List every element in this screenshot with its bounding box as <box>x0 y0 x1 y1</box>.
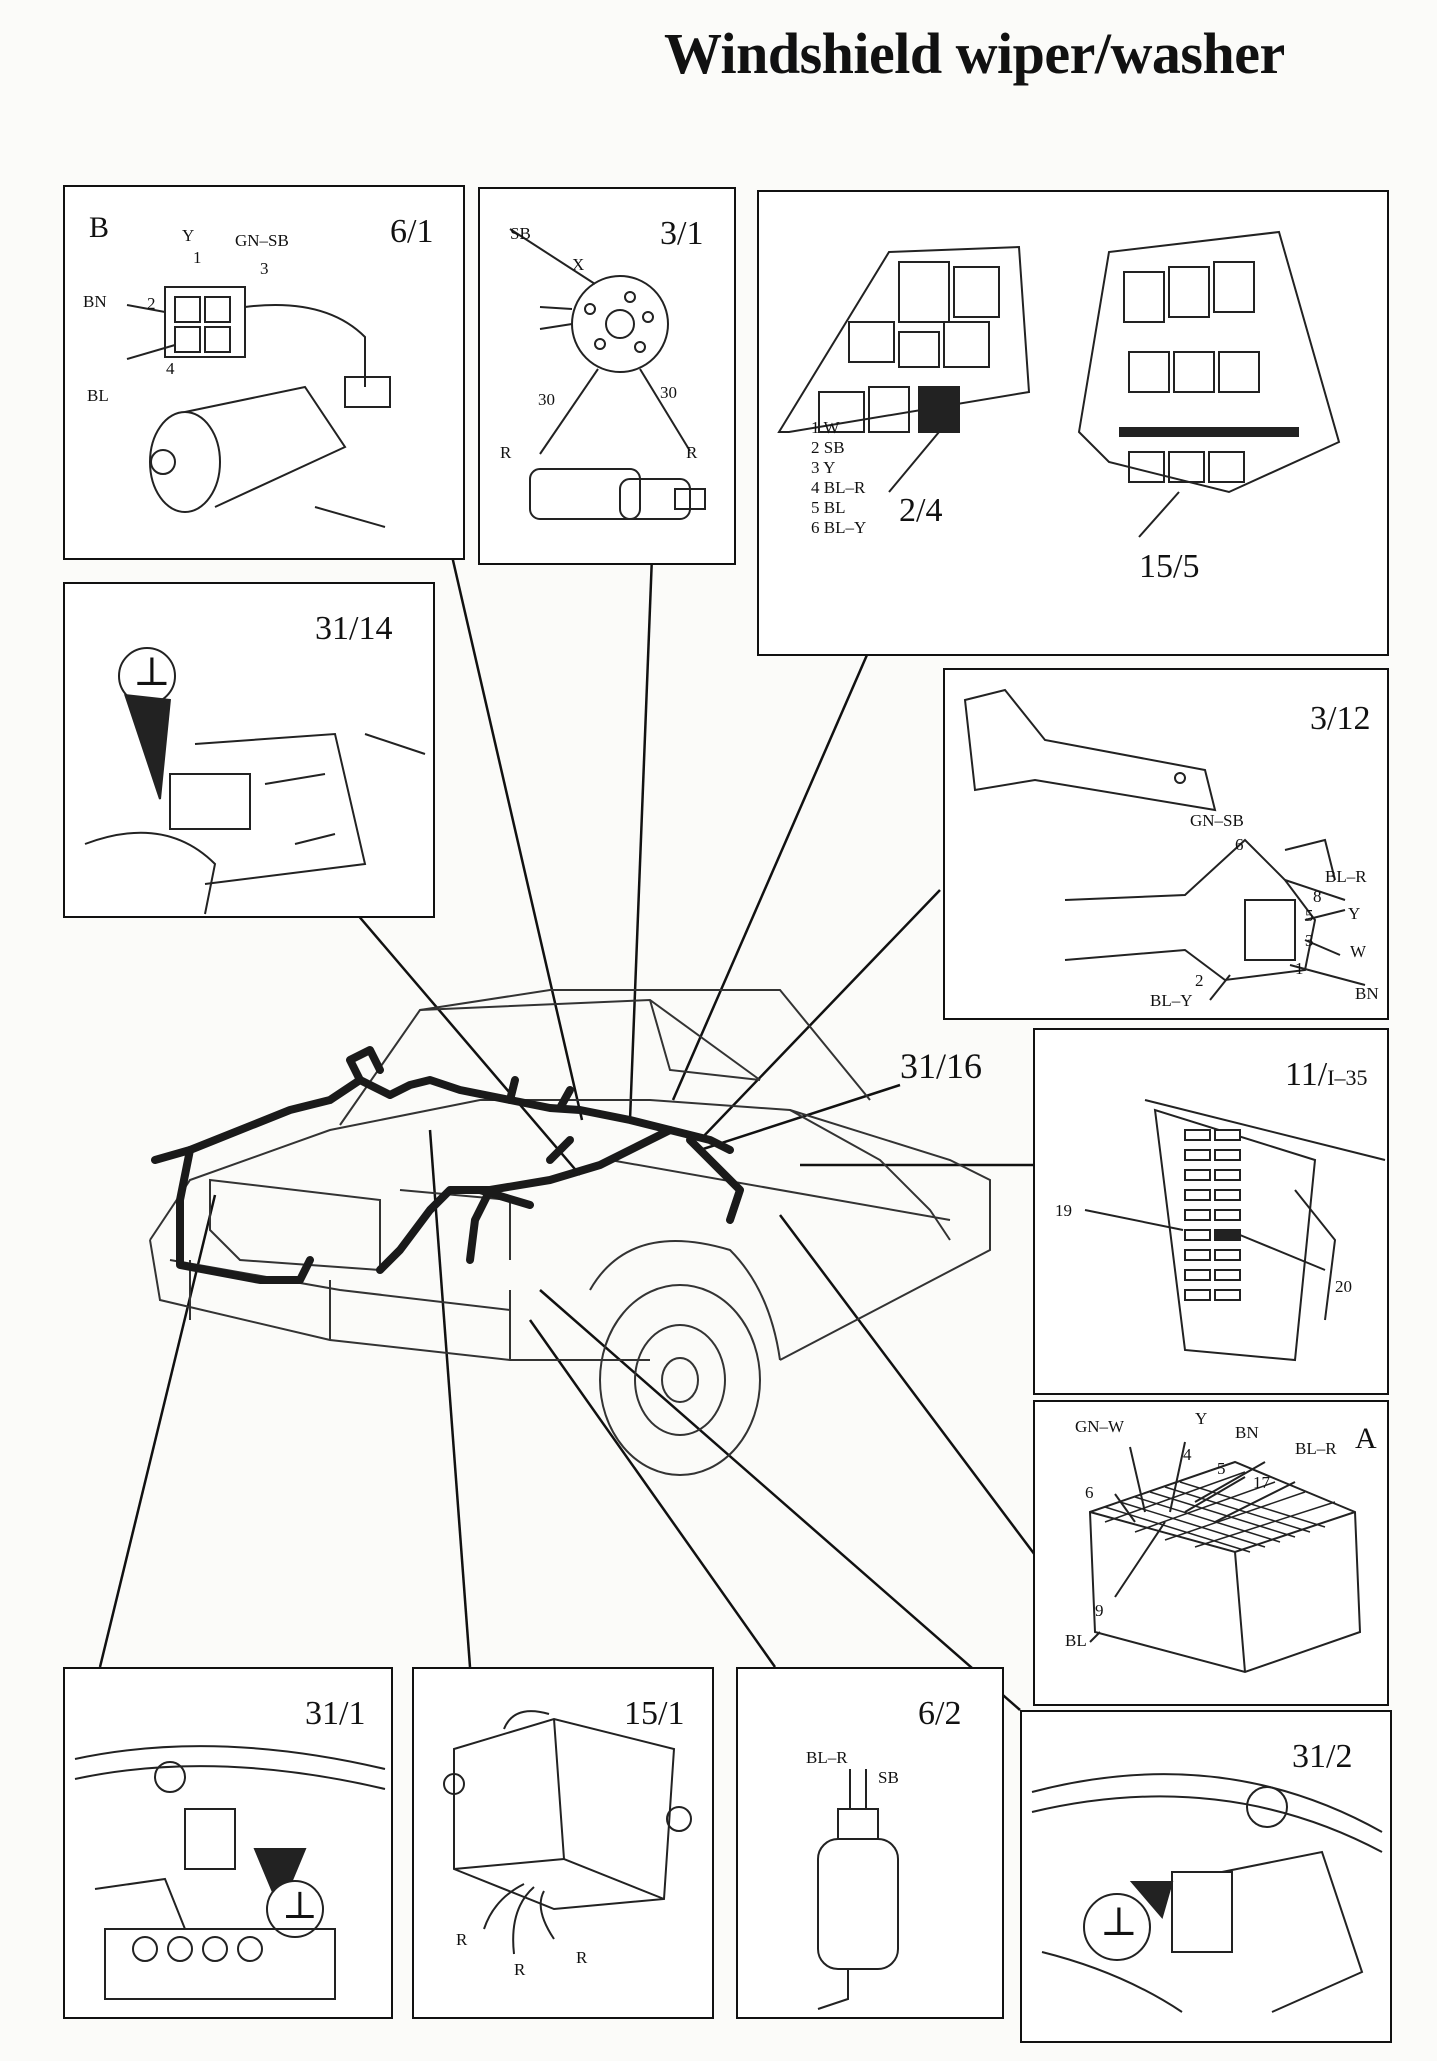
component-code: 31/2 <box>1292 1738 1353 1775</box>
component-code: 15/1 <box>624 1695 685 1732</box>
pin-6: 6 <box>1235 835 1244 854</box>
pin-4: 4 <box>166 359 175 378</box>
pin-2: 2 <box>147 294 156 313</box>
panel-ground-31-2: ⊥ 31/2 <box>1020 1710 1392 2043</box>
relay-wire-list: 1 W 2 SB 3 Y 4 BL–R 5 BL 6 BL–Y <box>811 418 866 538</box>
panel-relays: 1 W 2 SB 3 Y 4 BL–R 5 BL 6 BL–Y 2/4 15/5 <box>757 190 1389 656</box>
relay-wire-6: 6 BL–Y <box>811 518 867 537</box>
panel-connector-a: A GN–W Y BN BL–R 4 5 17 6 9 BL <box>1033 1400 1389 1706</box>
car-harness-label: 31/16 <box>900 1046 983 1086</box>
wire-x: X <box>572 255 585 274</box>
pin-9: 9 <box>1095 1601 1104 1620</box>
wire-gnsb: GN–SB <box>235 231 289 250</box>
wiper-motor-drawing <box>126 286 391 528</box>
wire-y: Y <box>1195 1409 1208 1428</box>
pin-6: 6 <box>1085 1483 1094 1502</box>
relay-code: 2/4 <box>899 492 943 529</box>
pin-5: 5 <box>1217 1459 1226 1478</box>
relay-wire-3: 3 Y <box>811 458 836 477</box>
connector-a-drawing <box>1088 1441 1362 1674</box>
control-module-drawing <box>443 1710 692 1955</box>
wire-bn: BN <box>1235 1423 1259 1442</box>
component-code: 31/14 <box>315 610 393 647</box>
ground-31-2-drawing <box>1031 1773 1383 2013</box>
wire-sb: SB <box>878 1768 899 1787</box>
wire-w: W <box>1350 942 1367 961</box>
pin-1: 1 <box>1295 959 1304 978</box>
ground-31-14-drawing <box>84 647 426 915</box>
pin-5: 5 <box>1305 906 1314 925</box>
panel-wiper-switch: 3/12 GN–SB 6 BL–R 8 5 Y 3 W 1 2 BL–Y BN <box>943 668 1389 1020</box>
pin-3: 3 <box>260 259 269 278</box>
fuse-20: 20 <box>1335 1277 1352 1296</box>
wire-bly: BL–Y <box>1150 991 1193 1010</box>
wire-bn: BN <box>83 292 107 311</box>
pin-3: 3 <box>1305 931 1314 950</box>
ground-symbol: ⊥ <box>282 1885 318 1927</box>
wire-gnsb: GN–SB <box>1190 811 1244 830</box>
ground-symbol: ⊥ <box>133 649 171 694</box>
relay-wire-1: 1 W <box>811 418 840 437</box>
relay-box-drawing <box>777 230 1341 538</box>
relay-wire-5: 5 BL <box>811 498 846 517</box>
relay-wire-2: 2 SB <box>811 438 845 457</box>
corner-letter: A <box>1355 1422 1377 1455</box>
component-code: 6/1 <box>390 213 434 250</box>
wire-y: Y <box>1348 904 1361 923</box>
panel-ground-31-14: ⊥ 31/14 <box>63 582 435 918</box>
pin-8: 8 <box>1313 887 1322 906</box>
corner-letter: B <box>89 211 110 244</box>
wire-r-2: R <box>514 1960 526 1979</box>
terminal-30-right: 30 <box>660 383 677 402</box>
component-code: 31/1 <box>305 1695 366 1732</box>
wire-blr: BL–R <box>806 1748 848 1767</box>
fuse-box-code: 15/5 <box>1139 548 1200 585</box>
component-code: 11/I–35 <box>1285 1058 1368 1092</box>
panel-ground-31-1: ⊥ 31/1 <box>63 1667 393 2019</box>
component-code: 3/12 <box>1310 700 1371 737</box>
wire-bl: BL <box>87 386 109 405</box>
panel-control-module: 15/1 R R R <box>412 1667 714 2019</box>
wire-r-right: R <box>686 443 698 462</box>
panel-wiper-motor: B 6/1 Y GN–SB 1 3 BN 2 4 BL <box>63 185 465 560</box>
panel-washer-pump: 6/2 BL–R SB <box>736 1667 1004 2019</box>
washer-pump-drawing <box>817 1769 899 2010</box>
ground-symbol: ⊥ <box>1100 1899 1138 1944</box>
wire-bl: BL <box>1065 1631 1087 1650</box>
wire-bn: BN <box>1355 984 1379 1003</box>
wire-gnw: GN–W <box>1075 1417 1125 1436</box>
wire-blr: BL–R <box>1295 1439 1337 1458</box>
wire-y: Y <box>182 226 195 245</box>
ignition-switch-drawing <box>509 228 706 520</box>
component-code: 3/1 <box>660 215 704 252</box>
pin-2: 2 <box>1195 971 1204 990</box>
page-title: Windshield wiper/washer <box>664 21 1285 86</box>
pin-17: 17 <box>1253 1473 1270 1492</box>
wiper-switch-drawing <box>963 688 1366 1001</box>
wire-r-3: R <box>576 1948 588 1967</box>
wire-blr: BL–R <box>1325 867 1367 886</box>
component-code: 6/2 <box>918 1695 962 1732</box>
wire-sb: SB <box>510 224 531 243</box>
wire-r-1: R <box>456 1930 468 1949</box>
car-illustration <box>149 989 991 1476</box>
pin-1: 1 <box>193 248 202 267</box>
fuse-box-drawing <box>1084 1099 1386 1362</box>
wire-r-left: R <box>500 443 512 462</box>
panel-fuse-box: 11/I–35 19 20 <box>1033 1028 1389 1395</box>
fuse-19: 19 <box>1055 1201 1072 1220</box>
fuse-code-main: 11/ <box>1285 1056 1328 1093</box>
pin-4: 4 <box>1183 1445 1192 1464</box>
ground-31-1-drawing <box>74 1745 386 2000</box>
terminal-30-left: 30 <box>538 390 555 409</box>
fuse-code-suffix: I–35 <box>1327 1065 1368 1090</box>
panel-ignition-switch: 3/1 SB X 30 30 R R <box>478 187 736 565</box>
relay-wire-4: 4 BL–R <box>811 478 866 497</box>
